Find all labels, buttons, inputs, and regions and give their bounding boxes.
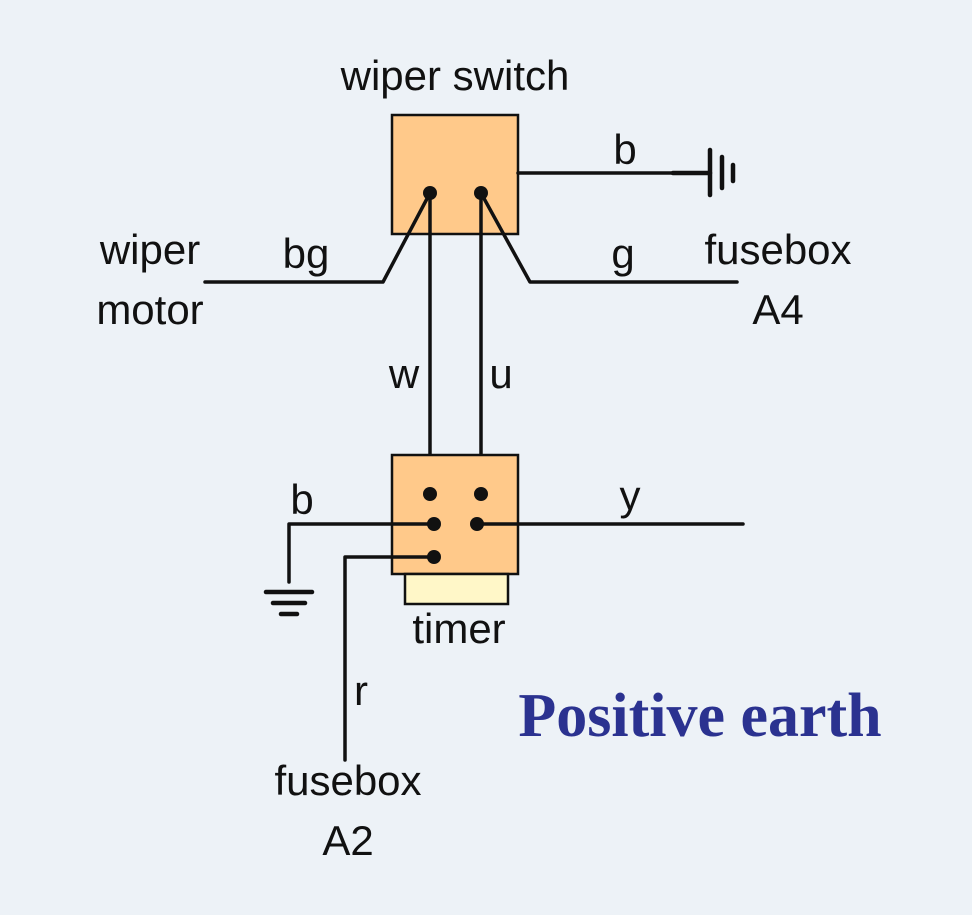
wire-g-fusebox-a4 — [479, 191, 739, 284]
wire-label-u: u — [489, 350, 512, 397]
wire-label-r: r — [354, 667, 368, 714]
wire-b-timer-earth — [287, 522, 436, 584]
wire-label-bg: bg — [283, 230, 330, 277]
endpoint-fuse-a2-line2: A2 — [322, 817, 373, 864]
endpoint-fuse-a2-line1: fusebox — [274, 757, 421, 804]
endpoint-fuse-a4-line1: fusebox — [704, 226, 851, 273]
timer-base — [403, 572, 510, 606]
wire-bg-motor — [203, 191, 432, 284]
timer-box — [390, 453, 520, 576]
switch-pin-left — [423, 186, 437, 200]
wire-label-y: y — [620, 472, 641, 519]
switch-pin-right — [474, 186, 488, 200]
endpoint-motor-line2: motor — [96, 286, 203, 333]
wire-r-fusebox-a2 — [343, 555, 436, 762]
wire-label-w: w — [388, 350, 420, 397]
wire-label-b-top: b — [613, 126, 636, 173]
timer-pin-mid-left — [427, 517, 441, 531]
wiper-switch-box — [390, 113, 520, 236]
diagram-title: Positive earth — [518, 682, 881, 750]
endpoint-fuse-a4-line2: A4 — [752, 286, 803, 333]
wiper-switch-label: wiper switch — [340, 52, 570, 99]
timer-pin-top-right — [474, 487, 488, 501]
earth-symbol-right-icon — [670, 147, 736, 198]
timer-label: timer — [412, 605, 505, 652]
wire-label-b-timer: b — [290, 476, 313, 523]
earth-symbol-down-icon — [263, 589, 315, 617]
timer-pin-bottom-left — [427, 550, 441, 564]
timer-pin-mid-right — [470, 517, 484, 531]
timer-pin-top-left — [423, 487, 437, 501]
endpoint-motor-line1: wiper — [99, 226, 200, 273]
wire-label-g: g — [611, 230, 634, 277]
